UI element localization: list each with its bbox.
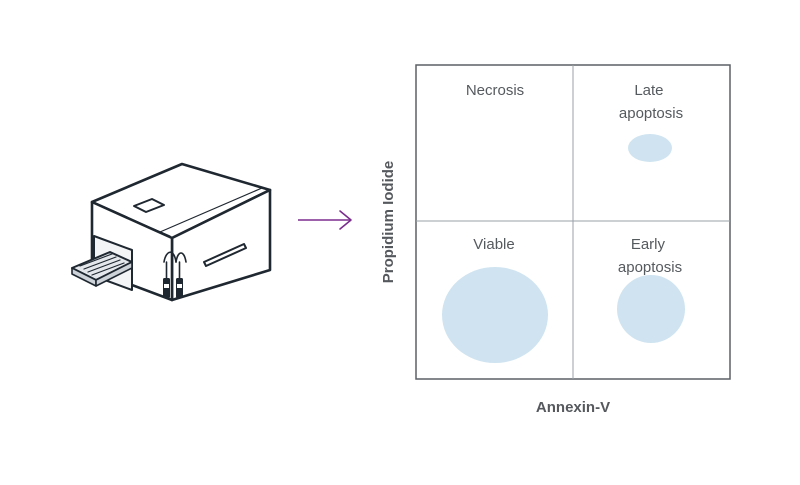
late-apoptosis-population	[628, 134, 672, 162]
quadrant-plot: Necrosis Late apoptosis Viable Early apo…	[415, 64, 731, 380]
quadrant-label-late-apoptosis-line2: apoptosis	[619, 105, 683, 122]
early-apoptosis-population	[617, 275, 685, 343]
quadrant-label-early-apoptosis: Early apoptosis	[618, 236, 682, 276]
y-axis-label: Propidium Iodide	[380, 161, 397, 284]
quadrant-label-necrosis: Necrosis	[466, 82, 524, 99]
viable-population	[442, 267, 548, 363]
quadrant-label-viable: Viable	[473, 236, 514, 253]
arrow-right-icon	[298, 210, 352, 230]
x-axis-label: Annexin-V	[536, 399, 610, 416]
quadrant-label-early-apoptosis-line2: apoptosis	[618, 259, 682, 276]
quadrant-label-late-apoptosis: Late apoptosis	[619, 82, 683, 122]
flow-cytometer-instrument-icon	[71, 162, 272, 302]
quadrant-label-late-apoptosis-line1: Late	[634, 82, 663, 99]
quadrant-label-early-apoptosis-line1: Early	[631, 236, 666, 253]
